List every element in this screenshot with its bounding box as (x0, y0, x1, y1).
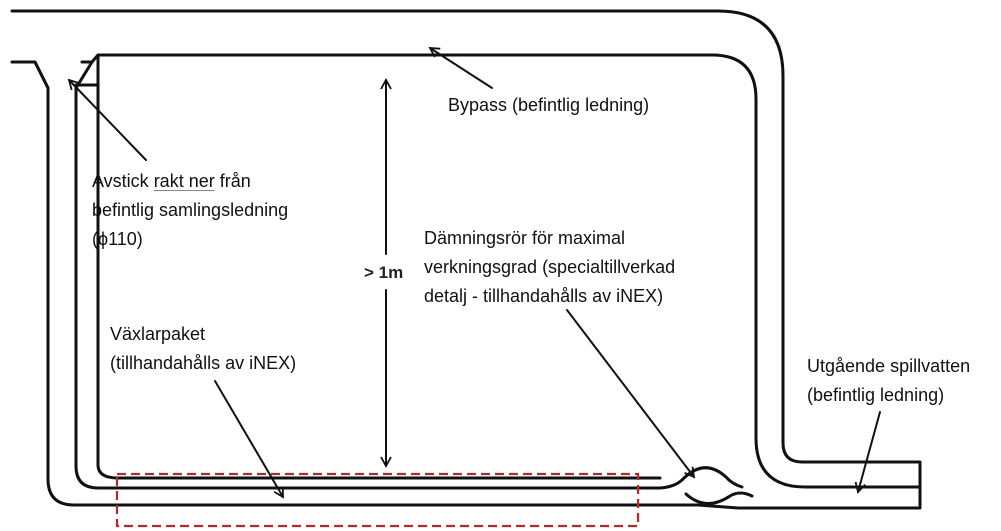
branch-arrow (67, 78, 147, 161)
damming-label-line: detalj - tillhandahålls av iNEX) (424, 286, 664, 306)
outlet-arrow (854, 411, 881, 494)
outlet-label: Utgående spillvatten (befintlig ledning) (807, 352, 970, 410)
damming-label-line: verkningsgrad (specialtillverkad (424, 257, 676, 277)
bypass-arrow (428, 46, 493, 89)
damming-arrow (566, 309, 696, 479)
exchanger-label-line: Växlarpaket (110, 324, 206, 344)
bottom-channel (74, 83, 744, 490)
bypass-label: Bypass (befintlig ledning) (448, 95, 650, 115)
height-label: > 1m (364, 263, 404, 283)
exchanger-label-line: (tillhandahålls av iNEX) (110, 353, 297, 373)
pipe-inner-wall (80, 53, 922, 489)
damming-label: Dämningsrör för maximal verkningsgrad (s… (424, 224, 675, 311)
exchanger-box (115, 472, 640, 528)
damming-pipe (684, 491, 754, 505)
branch-label-line: befintlig samlingsledning (92, 200, 289, 220)
branch-label: Avstick rakt ner från befintlig samlings… (92, 167, 288, 254)
exchanger-arrow (214, 380, 284, 499)
branch-label-part: Avstick (92, 171, 154, 191)
branch-label-line: (ϕ110) (92, 229, 143, 249)
branch-label-part: från (214, 171, 251, 191)
outlet-label-line: (befintlig ledning) (807, 385, 945, 405)
damming-label-line: Dämningsrör för maximal (424, 228, 626, 248)
pipe-outer-wall (10, 9, 922, 510)
outlet-label-line: Utgående spillvatten (807, 356, 971, 376)
branch-label-emphasis: rakt ner (153, 171, 215, 191)
exchanger-label: Växlarpaket (tillhandahålls av iNEX) (110, 320, 296, 378)
